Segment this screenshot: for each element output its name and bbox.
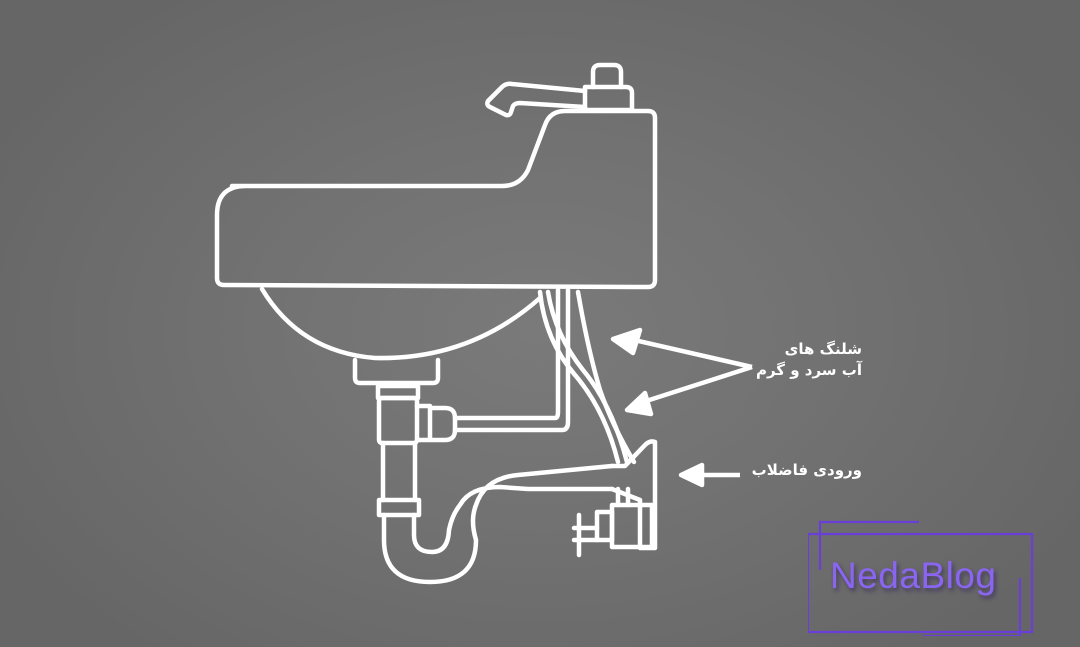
faucet-spout [485,81,588,118]
side-connector [414,403,458,443]
p-trap [381,463,615,585]
hose-hot [537,289,621,465]
faucet-handle [582,62,635,113]
drain-tailpiece [352,357,441,386]
brand-name: NedaBlog [830,555,997,596]
brand-watermark: NedaBlog [806,518,1034,638]
angle-stop-valve [571,486,655,558]
drain-inlet-label: ورودی فاضلاب [751,461,862,479]
arrow-icon-hoses [610,327,753,417]
hoses-label-line2: آب سرد و گرم [755,361,862,379]
arrow-icon-drain [678,462,740,488]
hoses-label: شلنگ های آب سرد و گرم [756,339,862,381]
supply-pipe [452,287,571,433]
trap-nut [376,497,422,518]
hose-3 [575,289,637,465]
hoses-label-line1: شلنگ های [784,340,862,358]
sink-basin-top [214,108,658,290]
drain-pipe [380,440,418,503]
tee-fitting [376,395,420,446]
sink-bowl [259,286,543,361]
